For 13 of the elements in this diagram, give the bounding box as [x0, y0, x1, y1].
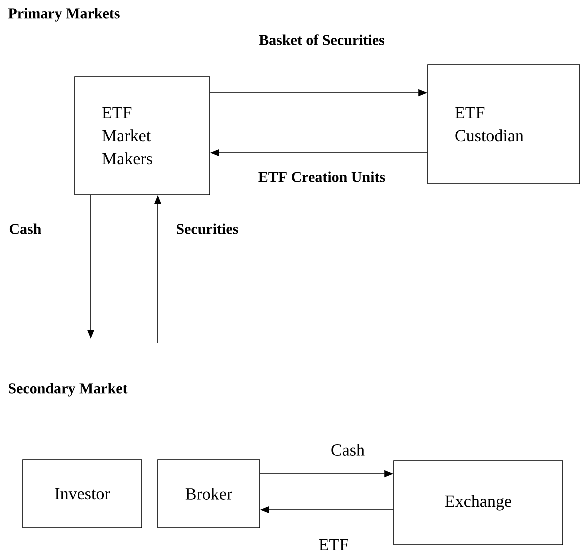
section-heading: Secondary Market: [9, 383, 128, 397]
process-box: Broker: [158, 460, 260, 528]
edge-label: Securities: [175, 222, 240, 236]
edge-label: Cash: [8, 222, 43, 236]
process-box: Exchange: [394, 460, 564, 546]
edge-label: ETF Creation Units: [257, 170, 387, 184]
process-box: ETF Market Makers: [74, 76, 210, 196]
edge-label: Basket of Securities: [258, 34, 386, 46]
edge-label: ETF: [318, 538, 350, 552]
section-heading: Primary Markets: [8, 8, 120, 22]
process-box: Investor: [22, 460, 142, 528]
process-box: ETF Custodian: [428, 64, 580, 184]
edge-label: Cash: [330, 443, 366, 457]
